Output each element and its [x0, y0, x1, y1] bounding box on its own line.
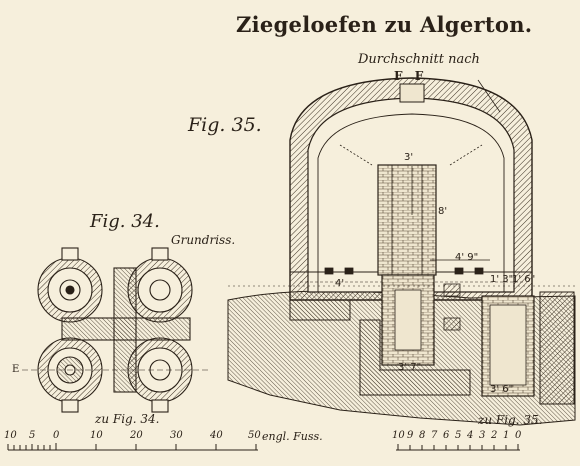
- scale-right-tick: 5: [455, 430, 462, 441]
- scale-left-tick: 10: [90, 430, 103, 441]
- scale-right-tick: 2: [491, 430, 498, 441]
- dimension-floor-span: 4' 9": [455, 252, 479, 263]
- scale-left-tick: 5: [29, 430, 36, 441]
- scale-right-tick: 7: [431, 430, 438, 441]
- scale-left-tick: 40: [210, 430, 223, 441]
- scale-right-tick: 3: [479, 430, 486, 441]
- scale-right-tick: 6: [443, 430, 450, 441]
- scale-left-tick: 0: [53, 430, 60, 441]
- scale-right-tick: 1: [503, 430, 510, 441]
- section-letters: F F: [394, 69, 424, 83]
- dimension-flue-b: 1' 6": [512, 274, 536, 285]
- scale-right-tick: 10: [392, 430, 405, 441]
- dimension-left-floor: 4': [335, 278, 345, 289]
- dimension-chimney-width: 3': [404, 152, 414, 163]
- figure-35-section-label: Durchschnitt nach: [358, 52, 480, 67]
- figure-35-label: Fig. 35.: [188, 114, 262, 136]
- scale-right-tick: 8: [419, 430, 426, 441]
- scale-left-tick: 20: [130, 430, 143, 441]
- scale-right-tick: 4: [467, 430, 474, 441]
- scale-bar-left: [7, 443, 258, 451]
- dimension-chimney-height: 8': [438, 206, 448, 217]
- scale-bar-right: [396, 444, 520, 451]
- figure-34-label: Fig. 34.: [90, 211, 160, 232]
- section-marker-e: E: [12, 364, 20, 375]
- scale-left-tick: 30: [170, 430, 183, 441]
- figure-35-caption: zu Fig. 35.: [478, 413, 543, 427]
- scale-unit-label: engl. Fuss.: [262, 430, 323, 443]
- figure-35-section: [227, 77, 576, 426]
- figure-34-caption: zu Fig. 34.: [95, 412, 160, 426]
- dimension-firebox: 3' 7": [398, 362, 422, 373]
- figure-34-plan: [22, 247, 210, 413]
- dimension-right-box: 3' 6": [490, 384, 514, 395]
- scale-right-tick: 9: [407, 430, 414, 441]
- figure-34-sublabel: Grundriss.: [171, 233, 236, 247]
- scale-right-tick: 0: [515, 430, 522, 441]
- scale-left-tick: 10: [4, 430, 17, 441]
- page-title: Ziegeloefen zu Algerton.: [236, 12, 533, 37]
- scale-left-tick: 50: [248, 430, 261, 441]
- dimension-flue-a: 1' 3": [490, 274, 514, 285]
